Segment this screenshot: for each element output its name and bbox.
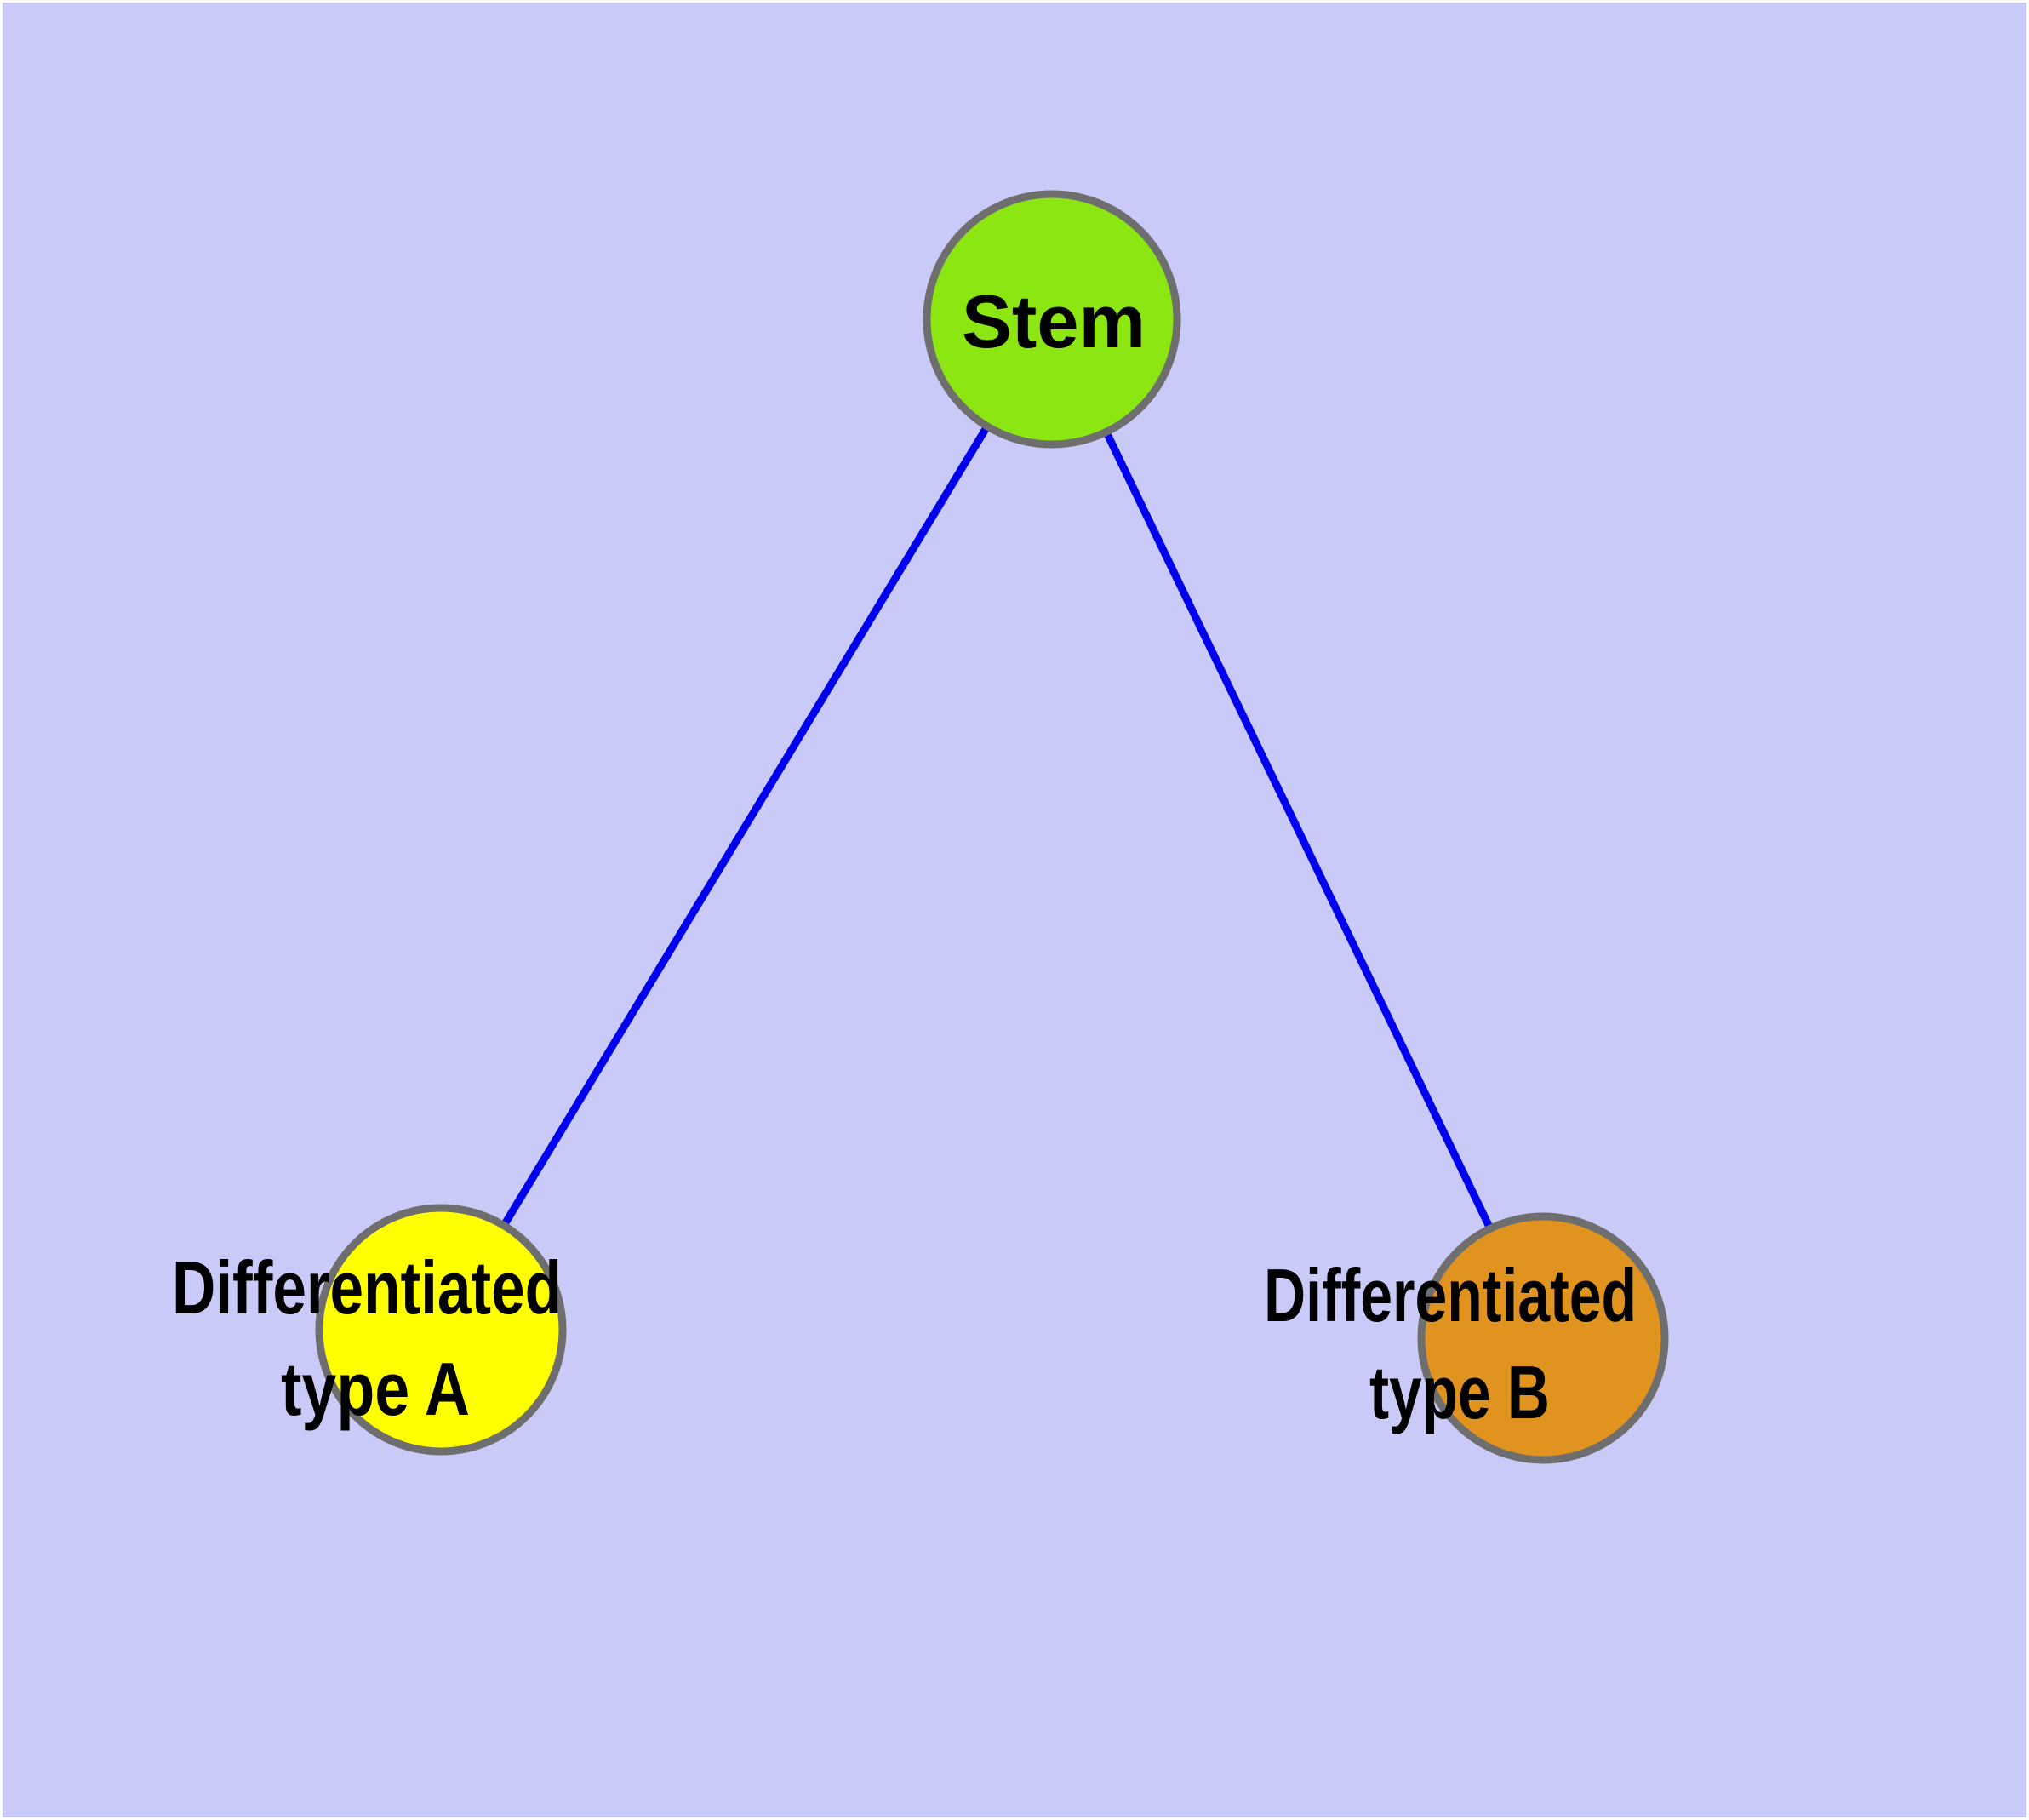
type-a-node-circle <box>315 1204 567 1456</box>
node-stem: Stem <box>923 190 1181 449</box>
node-differentiated-type-a: Differentiated type A <box>172 1204 567 1456</box>
node-differentiated-type-b: Differentiated type B <box>1264 1212 1669 1464</box>
type-a-node-label-line1: Differentiated <box>172 1245 562 1330</box>
type-b-node-label-line2: type B <box>1369 1350 1550 1434</box>
type-b-node-label-line1: Differentiated <box>1264 1253 1637 1337</box>
edge-stem-to-type-b <box>1048 318 1547 1340</box>
edge-stem-to-type-a <box>437 317 1055 1332</box>
type-b-node-circle <box>1417 1212 1669 1464</box>
edge-group <box>437 317 1547 1340</box>
stem-node-label: Stem <box>962 279 1146 363</box>
stem-node-circle <box>923 190 1181 449</box>
type-a-node-label-line2: type A <box>281 1347 470 1431</box>
